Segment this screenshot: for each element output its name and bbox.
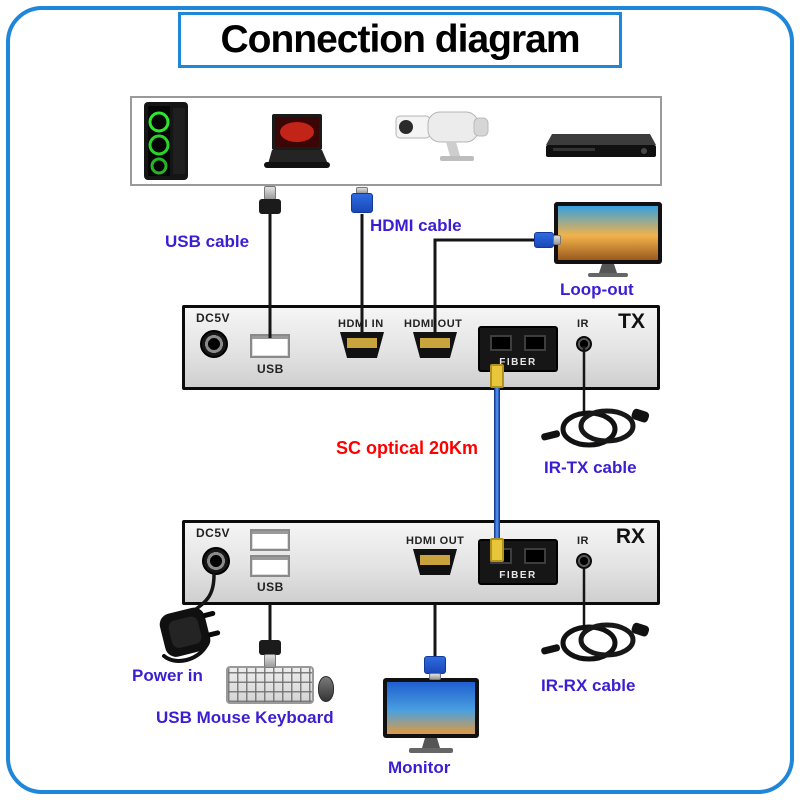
rx-hdmi-out-port	[413, 549, 457, 575]
tx-fiber-hole-right	[524, 335, 546, 351]
hdmi-plug-loopout-icon	[534, 232, 554, 248]
usb-plug-top-icon	[264, 186, 276, 200]
laptop-icon	[264, 114, 330, 168]
rx-usb-port-2	[250, 555, 290, 577]
usb-cable-label: USB cable	[165, 232, 250, 251]
rx-usb-port-label: USB	[257, 580, 284, 594]
rx-dc-label: DC5V	[196, 526, 231, 540]
page-frame	[6, 6, 794, 794]
fiber-cable-label: SC optical 20Km	[336, 438, 479, 458]
tx-hdmi-in-port	[340, 332, 384, 358]
tx-hdmi-in-label: HDMI IN	[338, 318, 384, 330]
tx-label: TX	[618, 310, 645, 333]
ir-tx-cable-icon	[541, 408, 650, 448]
tx-fiber-label: FIBER	[499, 357, 537, 368]
tx-dc-label: DC5V	[196, 311, 231, 325]
fiber-connector-bottom-icon	[490, 538, 504, 562]
desktop-pc-icon	[144, 102, 188, 180]
monitor-label: Monitor	[388, 758, 451, 777]
tx-device: TX DC5V USB HDMI IN HDMI OUT FIBER IR	[182, 305, 660, 390]
ir-rx-cable-icon	[541, 622, 650, 662]
rx-dc-jack	[202, 547, 230, 575]
page-title-box: Connection diagram	[178, 12, 622, 68]
tx-ir-label: IR	[577, 318, 589, 330]
tx-hdmi-out-label: HDMI OUT	[404, 318, 463, 330]
hdmi-plug-monitor-tip-icon	[429, 673, 441, 680]
rx-hdmi-out-label: HDMI OUT	[406, 535, 465, 547]
keyboard-icon	[226, 666, 314, 704]
rx-ir-label: IR	[577, 535, 589, 547]
dvd-player-icon	[546, 134, 656, 157]
ir-tx-label: IR-TX cable	[544, 458, 637, 477]
hdmi-plug-top-icon	[351, 193, 373, 213]
hdmi-plug-loopout-tip-icon	[553, 235, 561, 245]
tx-usb-port	[250, 334, 290, 358]
power-in-label: Power in	[132, 666, 203, 685]
tx-ir-port	[576, 336, 592, 352]
tx-fiber-hole-left	[490, 335, 512, 351]
rx-fiber-label: FIBER	[499, 570, 537, 581]
power-adapter-icon	[159, 607, 221, 663]
hdmi-plug-monitor-icon	[424, 656, 446, 674]
usb-plug-top-body-icon	[259, 199, 281, 214]
fiber-connector-top-icon	[490, 364, 504, 388]
rx-ir-port	[576, 553, 592, 569]
cctv-camera-icon	[395, 111, 489, 161]
ir-rx-label: IR-RX cable	[541, 676, 636, 695]
rx-device: RX DC5V USB HDMI OUT FIBER IR	[182, 520, 660, 605]
loop-out-label: Loop-out	[560, 280, 634, 299]
rx-usb-port-1	[250, 529, 290, 551]
page-title: Connection diagram	[220, 18, 580, 61]
tx-usb-port-label: USB	[257, 362, 284, 376]
usb-plug-bottom-icon	[264, 654, 276, 668]
rx-label: RX	[615, 525, 645, 548]
mouse-icon	[318, 676, 334, 702]
usb-plug-bottom-body-icon	[259, 640, 281, 655]
hdmi-cable-label: HDMI cable	[370, 216, 462, 235]
monitor-icon	[383, 678, 479, 753]
tx-hdmi-out-port	[413, 332, 457, 358]
usb-peripherals-label: USB Mouse Keyboard	[156, 708, 334, 727]
loop-out-monitor-icon	[554, 202, 662, 277]
rx-fiber-hole-right	[524, 548, 546, 564]
tx-dc-jack	[200, 330, 228, 358]
